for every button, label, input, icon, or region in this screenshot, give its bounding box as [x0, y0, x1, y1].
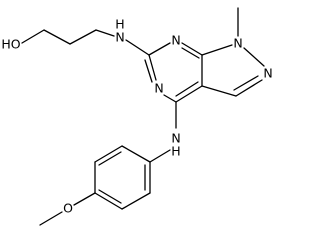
- bond-c3a-c4: [175, 85, 203, 103]
- bond-c3-c3a: [201, 85, 237, 97]
- aniline-n-label: N: [171, 131, 180, 146]
- bond-n2-c3: [235, 79, 263, 97]
- bond-nh-c6: [125, 39, 150, 56]
- bond-ar-5: [94, 145, 123, 163]
- bond-n-upper-c7a: [181, 42, 203, 56]
- bond-n-lower-c6-double: [144, 59, 153, 83]
- bond-n1-n2: [243, 47, 265, 67]
- bond-ar-o: [73, 192, 96, 206]
- atom-labels: HO H N N N N N N H O: [1, 17, 272, 216]
- bond-ar-6: [121, 145, 151, 163]
- bond-n-lower-c6: [148, 54, 157, 81]
- bond-n-upper-c7a-double: [181, 47, 200, 59]
- bond-o-c1: [21, 29, 45, 44]
- bond-c7a-n1: [201, 44, 233, 56]
- pyrimidine-n-upper-label: N: [171, 33, 180, 48]
- bond-nh-aryl-c1p: [149, 149, 171, 163]
- bond-c3a-c4-double: [175, 81, 199, 97]
- pyrazole-n2-label: N: [263, 66, 272, 81]
- bond-n2-c3-double: [233, 75, 259, 91]
- bond-ar-3-double: [98, 189, 122, 204]
- methoxy-o-label: O: [63, 201, 73, 216]
- bond-o-ch3: [39, 211, 63, 226]
- bond-c4-n-lower: [163, 94, 177, 103]
- bond-c3-nh: [95, 29, 115, 37]
- pyrazole-n1-label: N: [233, 36, 242, 51]
- bond-ar-3: [94, 192, 123, 210]
- pyrimidine-n-lower-label: N: [154, 81, 163, 96]
- chemical-structure-diagram: HO H N N N N N N H O: [1, 7, 273, 226]
- bond-c1-c2: [43, 29, 71, 45]
- amine-n-top-label: N: [115, 30, 124, 45]
- bond-lines: [21, 7, 265, 226]
- amine-h-top-label: H: [115, 17, 124, 32]
- bond-c2-c3: [69, 29, 97, 45]
- bond-ar-2: [121, 192, 151, 210]
- aniline-h-label: H: [171, 144, 180, 159]
- bond-ar-5-double: [98, 151, 122, 166]
- hydroxyl-label: HO: [1, 37, 20, 52]
- bond-c6-n-upper: [148, 42, 171, 56]
